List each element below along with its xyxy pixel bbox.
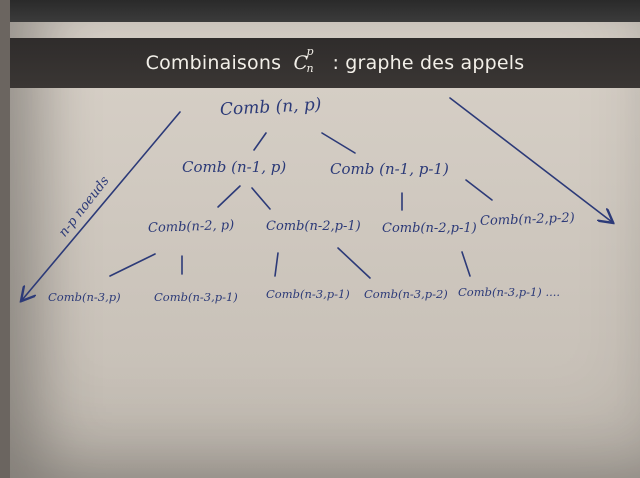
call-node-l3-c: Comb(n-3,p-1) (266, 287, 350, 301)
edge-l2a-left (109, 253, 156, 277)
call-node-l2-c: Comb(n-2,p-1) (382, 221, 477, 236)
edge-l2b-left (274, 252, 279, 277)
slide-banner: Combinaisons C p n : graphe des appels (10, 38, 640, 88)
banner-title-suffix: : graphe des appels (332, 52, 525, 74)
binomial-symbol: C p n (293, 45, 313, 75)
edge-l1a-left (217, 185, 241, 208)
call-node-l3-e: Comb(n-3,p-1) .... (458, 285, 561, 299)
banner-title-prefix: Combinaisons (145, 52, 282, 74)
top-dark-strip (10, 0, 640, 22)
banner-title: Combinaisons C p n : graphe des appels (145, 45, 525, 75)
edge-root-left (253, 132, 267, 151)
call-node-l3-b: Comb(n-3,p-1) (154, 290, 238, 304)
call-node-l2-b: Comb(n-2,p-1) (266, 219, 361, 234)
call-node-l3-a: Comb(n-3,p) (48, 290, 121, 304)
right-depth-arrow (449, 97, 612, 222)
edge-root-right (321, 132, 356, 154)
binomial-sup: p (306, 45, 314, 58)
edge-l2d-left (461, 251, 471, 277)
edge-l1a-right (251, 187, 271, 210)
call-node-l3-d: Comb(n-3,p-2) (364, 287, 448, 301)
call-node-l1-a: Comb (n-1, p) (182, 158, 287, 176)
binomial-sub: n (306, 62, 314, 75)
left-depth-arrow (22, 111, 181, 300)
call-node-l2-a: Comb(n-2, p) (147, 217, 235, 236)
edge-l1b-right (465, 179, 493, 201)
call-node-l1-b: Comb (n-1, p-1) (330, 160, 449, 178)
edge-l2b-right (337, 247, 371, 279)
binomial-letter: C (293, 52, 309, 74)
